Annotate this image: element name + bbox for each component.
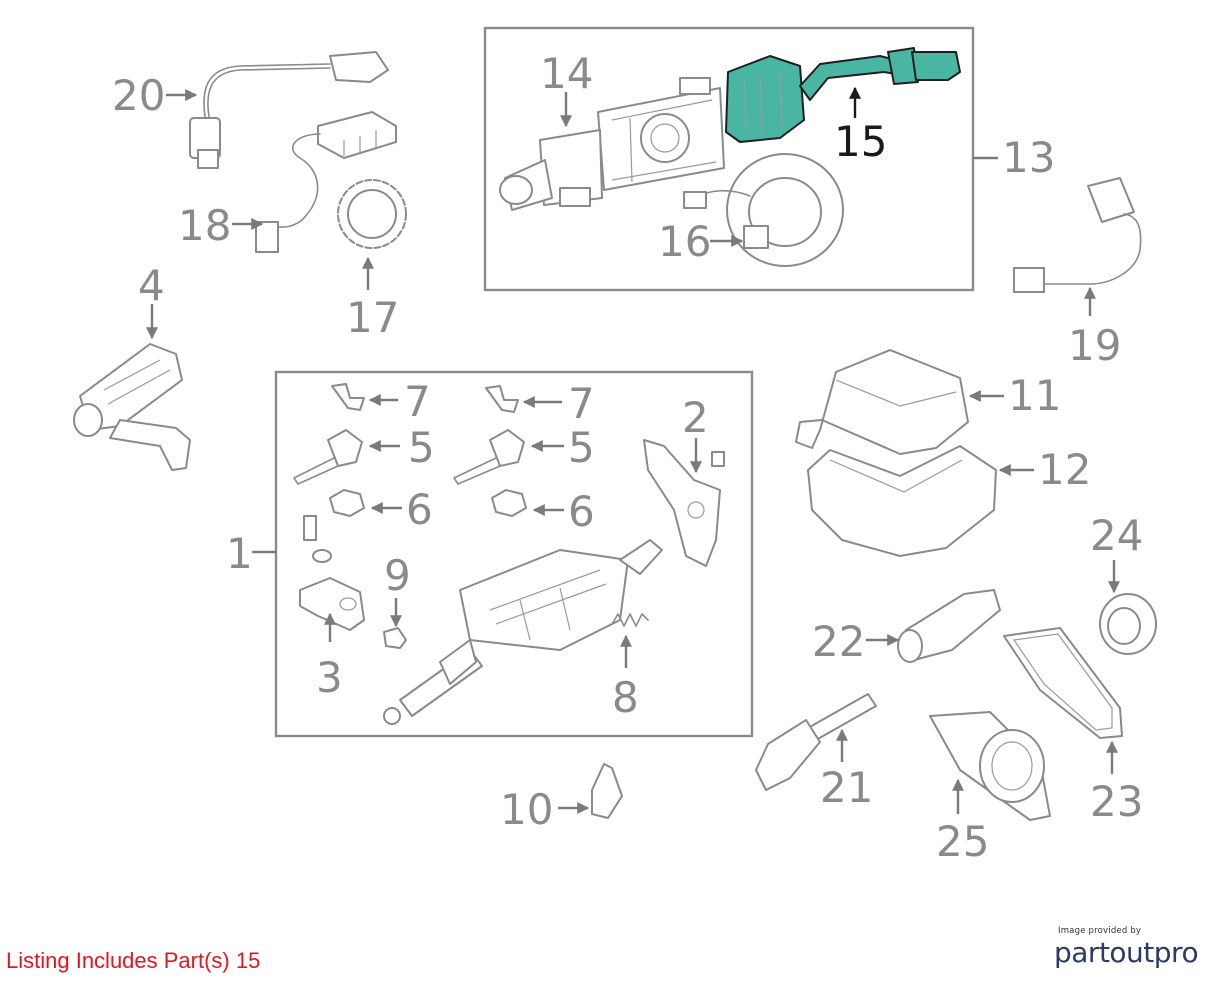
- part-5-bracket-right: [453, 429, 525, 485]
- part-6-nut-right: [491, 489, 527, 517]
- callout-11: 11: [1008, 371, 1061, 420]
- callout-5-right: 5: [568, 423, 595, 472]
- part-8-spring: [611, 613, 649, 627]
- callout-1: 1: [226, 529, 253, 578]
- credit-small-text: Image provided by: [1058, 926, 1142, 936]
- callout-4: 4: [138, 261, 165, 310]
- part-12-lower-cover: [807, 445, 997, 557]
- part-15-turn-signal-switch: [725, 47, 961, 143]
- part-5-bracket-left: [293, 429, 363, 485]
- part-7-clip-left: [331, 383, 365, 411]
- image-credit: Image provided by partoutpro: [1054, 926, 1204, 970]
- callout-5-left: 5: [408, 423, 435, 472]
- part-25-dust-boot: [929, 711, 1051, 821]
- part-2-bracket: [643, 439, 725, 567]
- part-20-sensor-harness: [189, 51, 389, 169]
- partoutpro-logo: partoutpro: [1054, 936, 1199, 969]
- bolt-and-washer: [303, 515, 332, 563]
- callout-3: 3: [316, 653, 343, 702]
- callout-19: 19: [1068, 321, 1121, 370]
- callout-7-right: 7: [568, 379, 595, 428]
- callout-24: 24: [1090, 511, 1143, 560]
- part-22-universal-joint: [897, 589, 1001, 663]
- callout-9: 9: [384, 551, 411, 600]
- part-11-upper-cover: [795, 349, 969, 455]
- part-18-module-harness: [255, 111, 397, 253]
- part-21-intermediate-shaft: [755, 693, 877, 791]
- callout-12: 12: [1038, 445, 1091, 494]
- callout-15: 15: [834, 117, 887, 166]
- group-box-1: [274, 370, 754, 738]
- part-19-switch-harness: [1013, 177, 1142, 293]
- callout-21: 21: [820, 763, 873, 812]
- callout-25: 25: [936, 817, 989, 866]
- part-4-lock-housing: [73, 343, 191, 471]
- part-14-combination-switch: [499, 77, 725, 211]
- part-6-nut-left: [329, 489, 365, 517]
- part-24-bushing: [1099, 593, 1157, 655]
- part-9-clip: [383, 627, 407, 649]
- part-3-lever-bracket: [299, 577, 365, 631]
- callout-22: 22: [812, 617, 865, 666]
- callout-6-right: 6: [568, 487, 595, 536]
- callout-16: 16: [658, 217, 711, 266]
- part-7-clip-right: [485, 385, 519, 413]
- part-10-clip: [591, 763, 623, 819]
- callout-7-left: 7: [404, 377, 431, 426]
- listing-note: Listing Includes Part(s) 15: [6, 948, 261, 973]
- part-17-sensor-ring: [337, 179, 407, 249]
- part-23-gasket: [1003, 627, 1123, 739]
- callout-10: 10: [500, 785, 553, 834]
- callout-6-left: 6: [406, 485, 433, 534]
- callout-14: 14: [540, 49, 593, 98]
- callout-8: 8: [612, 673, 639, 722]
- steering-column: [383, 539, 663, 725]
- callout-20: 20: [112, 71, 165, 120]
- callout-23: 23: [1090, 777, 1143, 826]
- callout-2: 2: [682, 393, 709, 442]
- callout-17: 17: [346, 293, 399, 342]
- callout-18: 18: [178, 201, 231, 250]
- part-16-spiral-cable: [683, 153, 844, 267]
- callout-13: 13: [1002, 133, 1055, 182]
